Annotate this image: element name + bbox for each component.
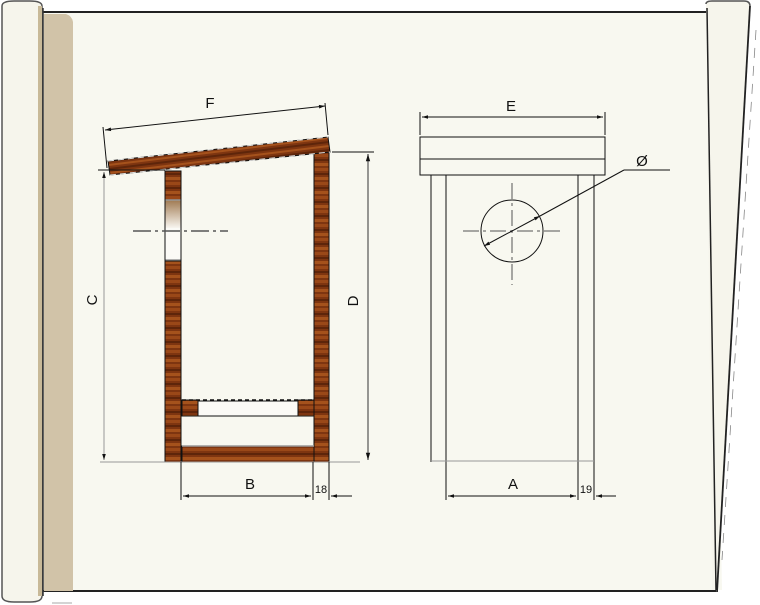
dim-label-19: 19 [580,484,592,496]
entrance-hole-section [165,200,181,228]
dim-label-d: D [345,295,362,306]
front-wall-upper [164,170,182,202]
side-view: F C D B 18 [84,95,374,500]
left-scroll-roll [1,0,72,604]
dim-label-a: A [508,476,518,493]
floor-board [181,445,315,463]
dim-label-18: 18 [315,484,327,496]
paper-sheet [43,11,722,592]
dim-label-e: E [506,98,516,115]
front-view: Ø E A 19 [419,98,670,500]
right-scroll-roll [705,0,757,593]
roof-front [419,136,606,176]
dim-label-c: C [84,294,101,305]
dim-label-f: F [205,95,214,112]
front-wall-lower [164,260,182,463]
dim-label-diameter: Ø [636,153,648,170]
back-wall [313,151,330,463]
entrance-hole [480,199,544,263]
dim-label-b: B [245,476,255,493]
